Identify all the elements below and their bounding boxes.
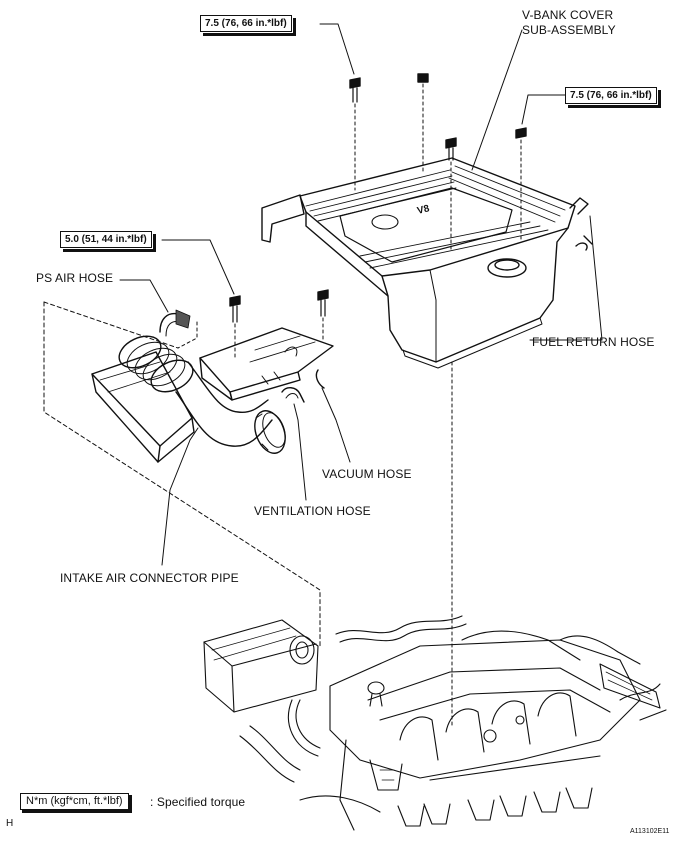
intake-bracket <box>199 327 334 401</box>
label-fuel-return-hose: FUEL RETURN HOSE <box>532 335 655 349</box>
torque-spec-top-right: 7.5 (76, 66 in.*lbf) <box>565 87 661 108</box>
legend-torque-unit-box: N*m (kgf*cm, ft.*lbf) <box>20 793 132 813</box>
ps-air-hose <box>159 309 191 337</box>
label-ventilation-hose: VENTILATION HOSE <box>254 504 371 518</box>
bolt-icon <box>317 289 329 317</box>
bolt-icon <box>515 127 527 139</box>
engine-assembly <box>203 615 667 831</box>
fuel-return-hose <box>569 197 593 251</box>
vacuum-hose <box>315 369 325 389</box>
bolt-icon <box>229 295 241 323</box>
v-bank-cover: V8 <box>261 157 576 369</box>
ventilation-hose <box>281 387 305 403</box>
leader-lines <box>119 23 603 566</box>
label-ps-air-hose: PS AIR HOSE <box>36 271 114 285</box>
bolt-alignment-lines <box>177 83 522 729</box>
bolt-icon <box>417 73 429 83</box>
label-v-bank-cover-line2: SUB-ASSEMBLY <box>522 23 616 37</box>
label-intake-air-connector-pipe: INTAKE AIR CONNECTOR PIPE <box>60 571 239 585</box>
corner-letter: H <box>6 818 14 829</box>
figure-code: A113102E11 <box>630 828 670 835</box>
intake-air-connector-pipe <box>118 335 286 454</box>
cover-emblem: V8 <box>416 203 431 217</box>
air-cleaner-cap <box>91 351 195 463</box>
alignment-lines <box>43 301 321 649</box>
bolt-icon <box>349 77 361 103</box>
torque-spec-middle-left: 5.0 (51, 44 in.*lbf) <box>60 231 156 252</box>
bolt-icon <box>445 137 457 161</box>
torque-spec-top-left: 7.5 (76, 66 in.*lbf) <box>200 15 296 36</box>
legend-text: : Specified torque <box>150 795 246 809</box>
label-vacuum-hose: VACUUM HOSE <box>322 467 412 481</box>
label-v-bank-cover-line1: V-BANK COVER <box>522 8 614 22</box>
